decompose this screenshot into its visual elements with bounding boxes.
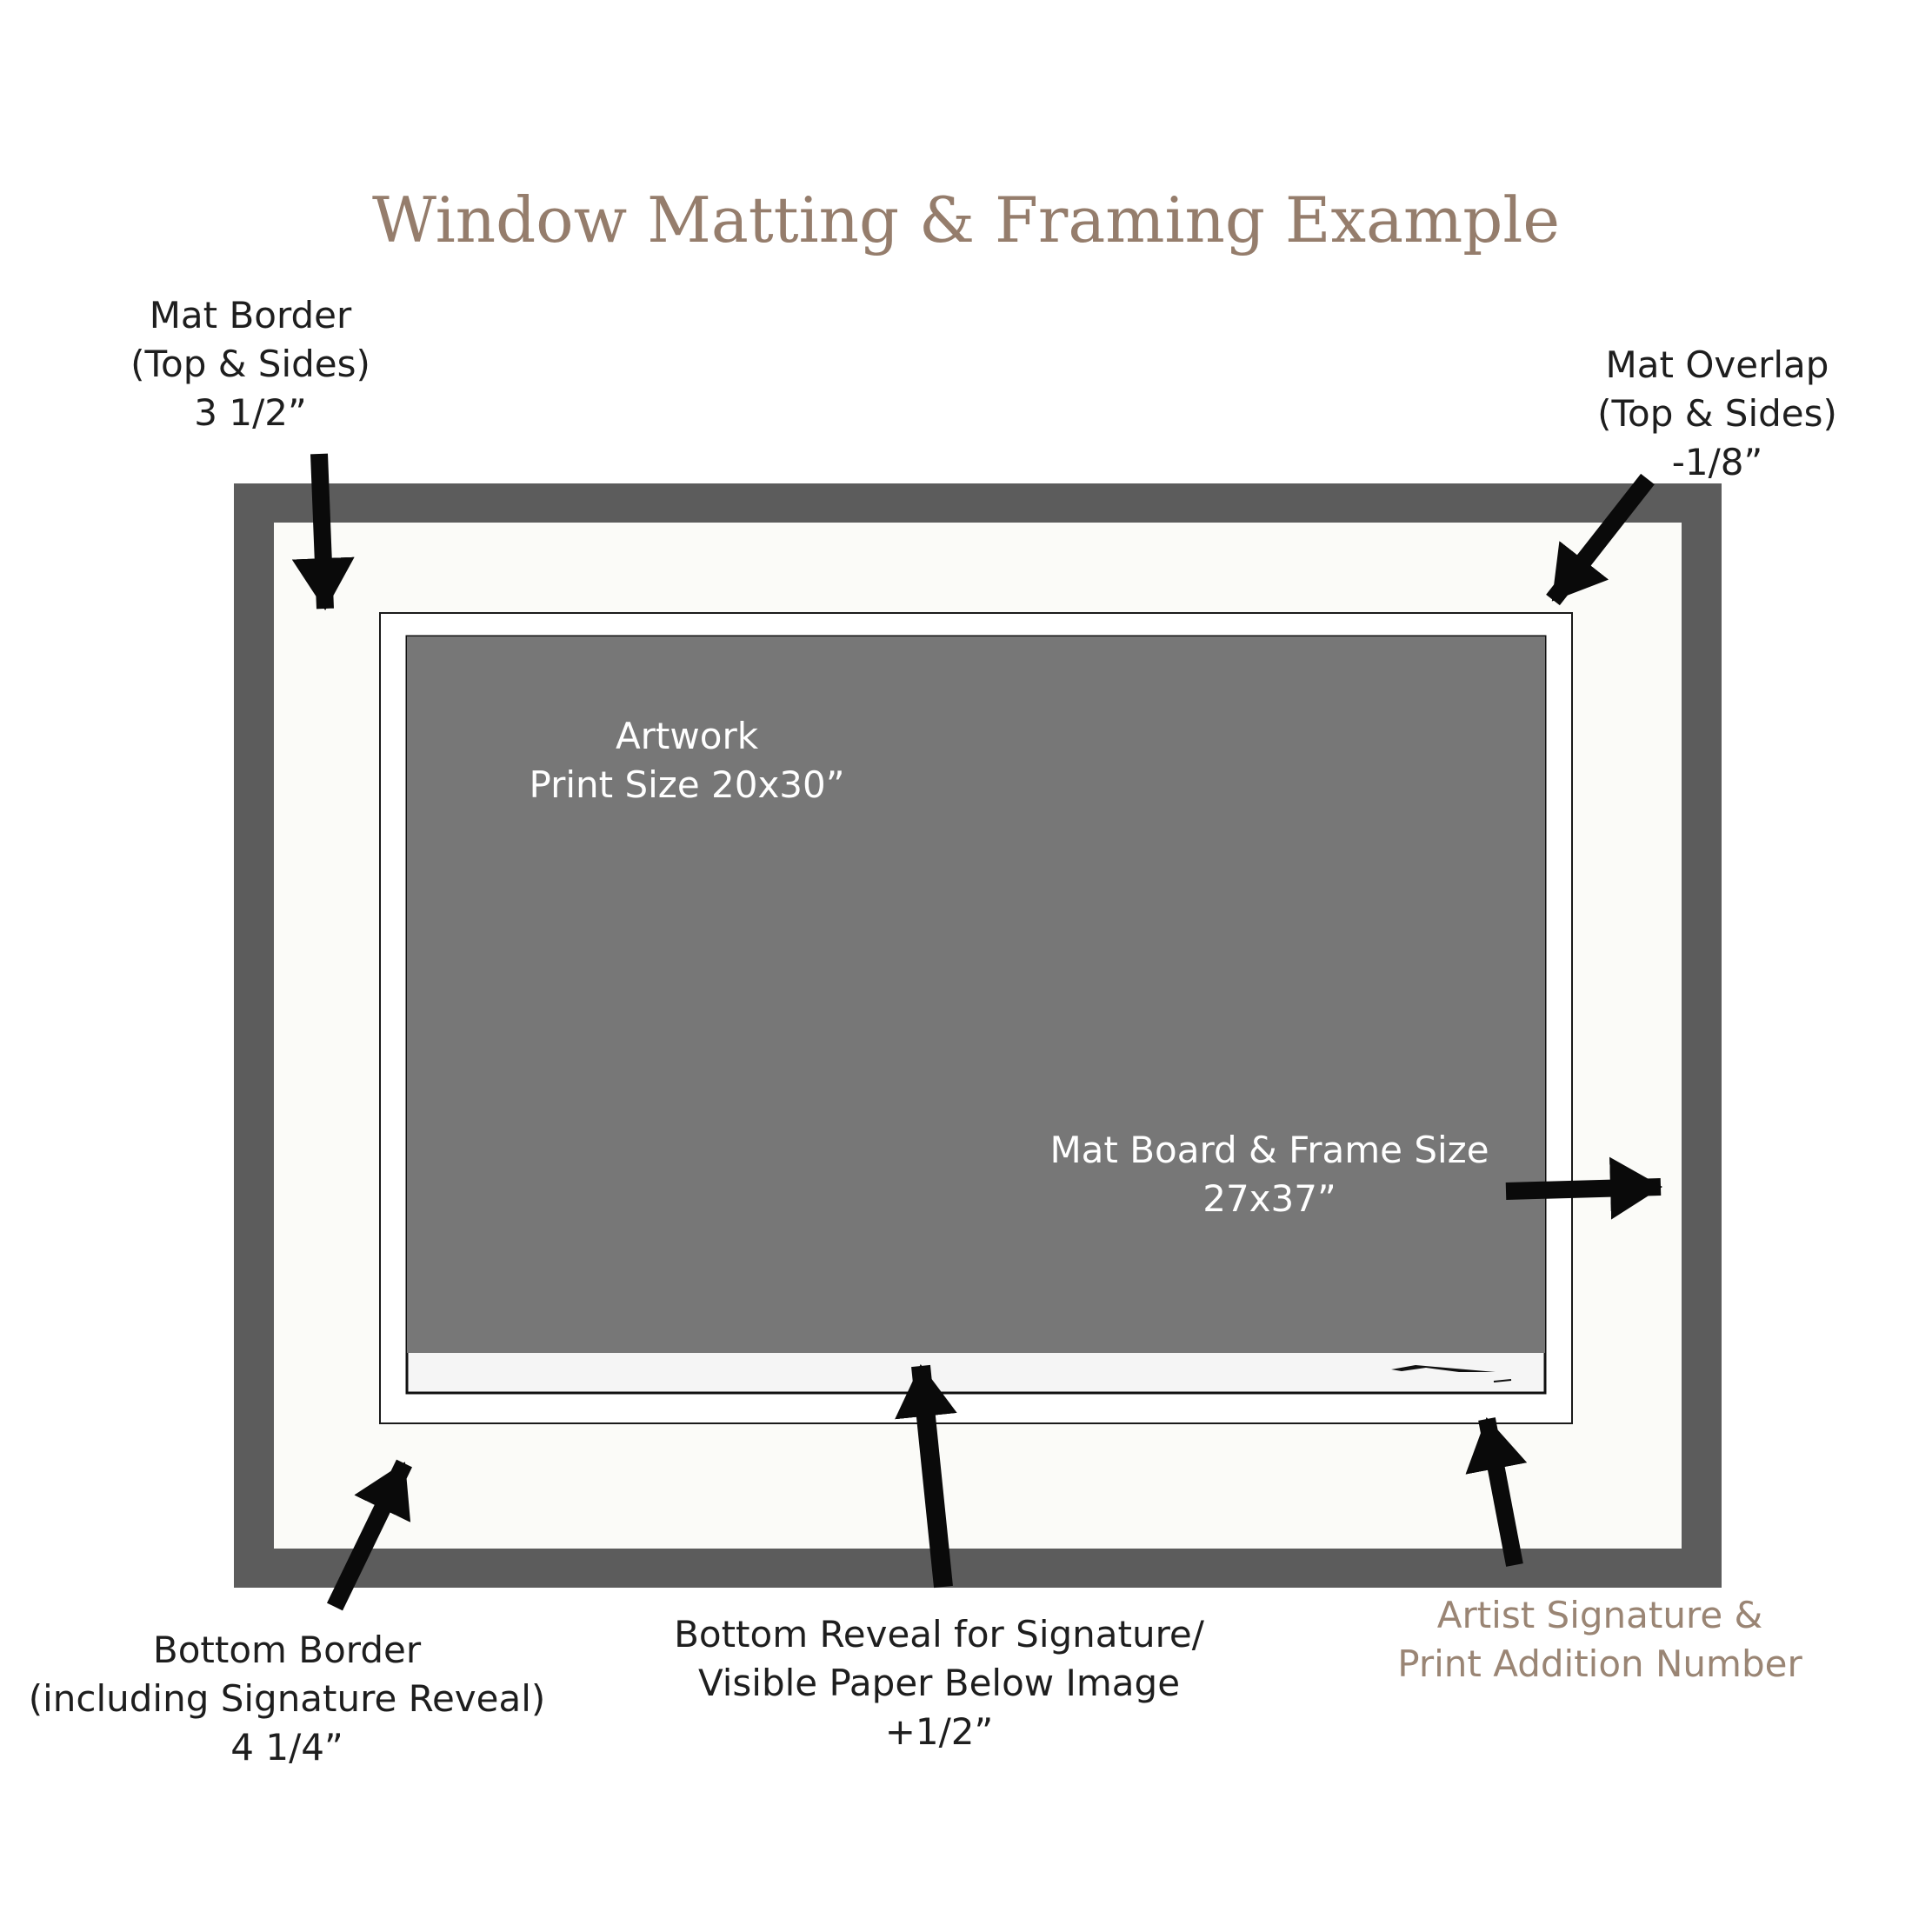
arrow-bottom-reveal [895, 1364, 957, 1589]
arrow-artist-signature [1465, 1417, 1528, 1567]
label-mat-border: Mat Border (Top & Sides) 3 1/2” [103, 291, 398, 437]
label-line: 3 1/2” [194, 391, 307, 434]
label-line: Mat Overlap [1605, 343, 1829, 386]
label-line: (Top & Sides) [1597, 392, 1837, 435]
label-line: Print Addition Number [1397, 1642, 1802, 1685]
label-line: 4 1/4” [230, 1726, 343, 1769]
label-line: Artist Signature & [1436, 1594, 1763, 1636]
label-line: Bottom Border [152, 1629, 422, 1671]
artwork-image [407, 636, 1545, 1353]
label-artist-signature: Artist Signature & Print Addition Number [1374, 1591, 1826, 1689]
diagram-title: Window Matting & Framing Example [372, 183, 1560, 256]
label-line: +1/2” [884, 1710, 994, 1753]
label-mat-board-frame: Mat Board & Frame Size 27x37” [1017, 1126, 1522, 1223]
label-line: Bottom Reveal for Signature/ [674, 1613, 1204, 1656]
label-line: (Top & Sides) [130, 343, 370, 385]
arrow-mat-board-frame [1505, 1156, 1662, 1220]
label-line: 27x37” [1203, 1177, 1336, 1220]
label-line: Mat Border [149, 294, 352, 336]
label-bottom-border: Bottom Border (including Signature Revea… [17, 1626, 556, 1772]
arrow-mat-border [291, 453, 355, 610]
label-line: (including Signature Reveal) [28, 1677, 546, 1720]
arrow-bottom-border [327, 1459, 412, 1611]
label-line: Visible Paper Below Image [697, 1662, 1181, 1704]
arrows [291, 453, 1662, 1611]
label-artwork: Artwork Print Size 20x30” [504, 712, 869, 809]
label-bottom-reveal: Bottom Reveal for Signature/ Visible Pap… [661, 1610, 1217, 1756]
label-line: -1/8” [1671, 441, 1763, 483]
label-mat-overlap: Mat Overlap (Top & Sides) -1/8” [1569, 341, 1865, 487]
arrow-mat-overlap [1546, 473, 1655, 606]
label-line: Print Size 20x30” [529, 763, 845, 806]
signature-mark [1391, 1365, 1512, 1382]
label-line: Artwork [615, 715, 759, 757]
label-line: Mat Board & Frame Size [1049, 1129, 1489, 1171]
